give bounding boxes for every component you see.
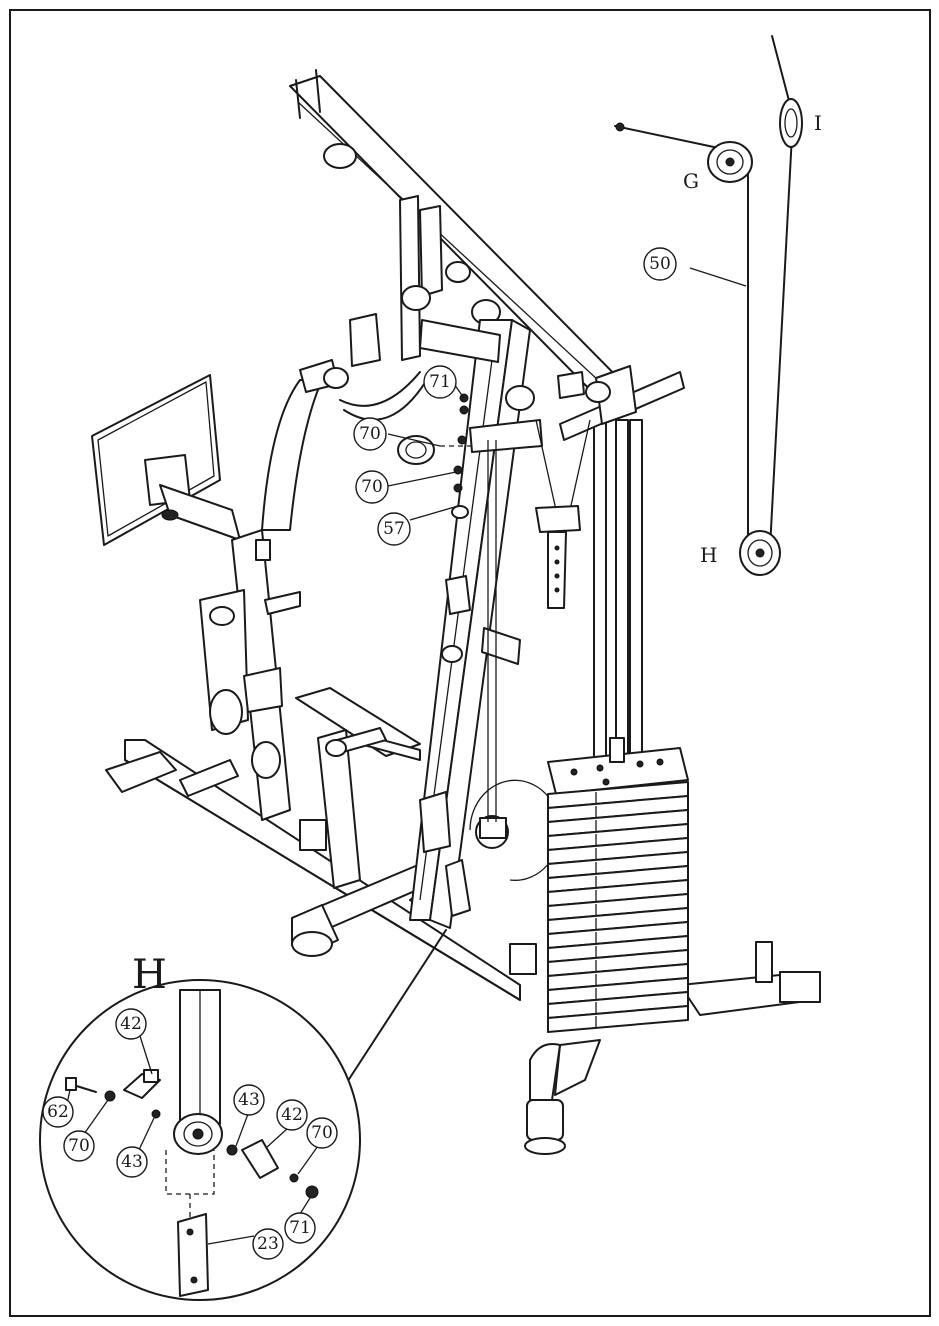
- callout-leaders: [65, 383, 465, 1245]
- label-H-cable: H: [700, 543, 717, 567]
- label-G: G: [683, 169, 699, 193]
- callout-43-left: 43: [116, 1146, 148, 1178]
- label-I: I: [814, 111, 822, 135]
- svg-text:57: 57: [383, 519, 405, 539]
- svg-text:70: 70: [361, 477, 383, 497]
- callout-70-left: 70: [63, 1130, 95, 1162]
- svg-text:71: 71: [429, 372, 451, 392]
- page-border: [9, 9, 931, 1317]
- callout-70-b: 70: [355, 470, 389, 504]
- svg-text:70: 70: [68, 1136, 90, 1156]
- seat-support: [295, 687, 421, 889]
- svg-text:23: 23: [257, 1234, 279, 1254]
- callout-42-left: 42: [115, 1008, 147, 1040]
- callout-43-right: 43: [233, 1084, 265, 1116]
- base-frame: [105, 739, 821, 1155]
- detail-H-parts: [65, 989, 319, 1297]
- svg-text:42: 42: [120, 1014, 142, 1034]
- callout-70-right: 70: [306, 1117, 338, 1149]
- svg-text:70: 70: [359, 424, 381, 444]
- callout-71-top: 71: [423, 365, 457, 399]
- pulley-I: [779, 98, 803, 148]
- svg-text:62: 62: [47, 1102, 69, 1122]
- svg-text:70: 70: [311, 1123, 333, 1143]
- pulley-G: [707, 141, 753, 183]
- pulley-H: [739, 530, 781, 576]
- cable-50-assembly: [614, 35, 803, 576]
- svg-text:43: 43: [121, 1152, 143, 1172]
- callout-71-right: 71: [284, 1212, 316, 1244]
- weight-stack-tower: [505, 365, 689, 795]
- svg-text:43: 43: [238, 1090, 260, 1110]
- callout-62: 62: [42, 1096, 74, 1128]
- weight-plate: [547, 1005, 689, 1033]
- callout-42-right: 42: [276, 1099, 308, 1131]
- callout-23: 23: [252, 1228, 284, 1260]
- press-arm-frame: [179, 359, 339, 821]
- svg-text:50: 50: [649, 254, 671, 274]
- callout-70-a: 70: [353, 417, 387, 451]
- detail-leader-line: [341, 929, 447, 1091]
- callout-50: 50: [643, 247, 677, 281]
- svg-text:42: 42: [281, 1105, 303, 1125]
- label-H-detail: H: [132, 952, 167, 998]
- callout-57: 57: [377, 512, 411, 546]
- main-column: [289, 69, 641, 929]
- back-pad: [91, 374, 241, 546]
- weight-plates: [547, 781, 689, 1033]
- svg-text:71: 71: [289, 1218, 311, 1238]
